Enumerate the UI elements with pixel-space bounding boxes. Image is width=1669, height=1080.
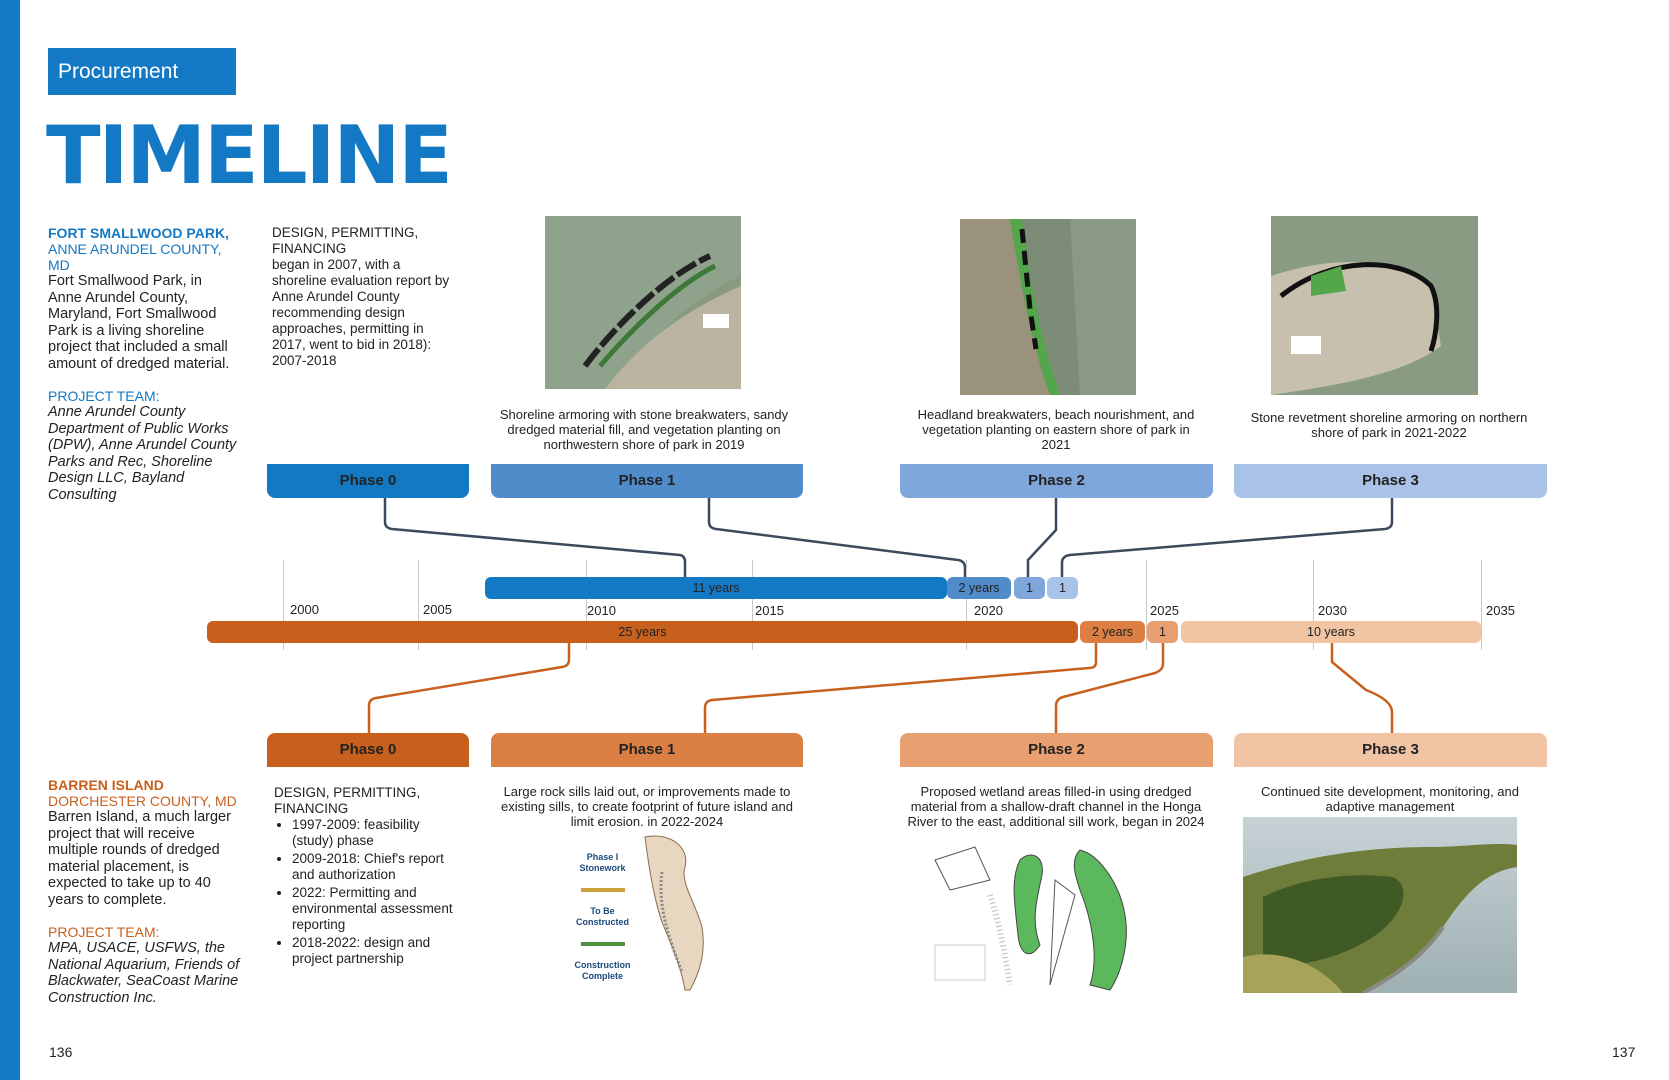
barren-location: DORCHESTER COUNTY, MD [48,793,237,809]
tick-2010 [586,560,587,650]
legend-label-to-be-constructed: To Be Constructed [575,906,629,927]
fort-phase3-aerial-image [1271,216,1478,395]
fort-duration-phase3: 1 [1047,577,1078,599]
tick-2020 [966,560,967,650]
barren-phase2-bar: Phase 2 [900,733,1213,767]
page-number-right: 137 [1612,1044,1636,1060]
page-title: TIMELINE [46,109,453,202]
fort-info: FORT SMALLWOOD PARK, ANNE ARUNDEL COUNTY… [48,225,238,503]
fort-duration-2-years: 2 years [947,577,1011,599]
list-item: 1997-2009: feasibility (study) phase [292,817,464,849]
year-label-2015: 2015 [755,603,784,618]
fort-duration-phase2: 1 [1014,577,1045,599]
fort-phase2-aerial-image [960,219,1136,395]
legend-label-complete: Construction Complete [574,960,631,981]
barren-phase3-caption: Continued site development, monitoring, … [1261,784,1519,814]
page-number-left: 136 [49,1044,73,1060]
year-label-2025: 2025 [1150,603,1179,618]
barren-duration-25-years: 25 years [207,621,1078,643]
fort-team: Anne Arundel County Department of Public… [48,404,237,503]
barren-phase3-bar: Phase 3 [1234,733,1547,767]
barren-phase0-text: DESIGN, PERMITTING, FINANCING 1997-2009:… [274,785,464,969]
barren-duration-10-years: 10 years [1181,621,1481,643]
year-label-2000: 2000 [290,602,319,617]
year-label-2005: 2005 [423,602,452,617]
tick-2030 [1313,560,1314,650]
barren-phase1-caption: Large rock sills laid out, or improvemen… [501,784,793,829]
list-item: 2009-2018: Chief's report and authorizat… [292,851,464,883]
year-label-2030: 2030 [1318,603,1347,618]
barren-phase3-aerial-photo [1243,817,1517,993]
list-item: 2022: Permitting and environmental asses… [292,885,464,933]
barren-duration-2-years: 2 years [1080,621,1145,643]
barren-phase1-map-image [640,832,715,992]
fort-phase0-title: DESIGN, PERMITTING, FINANCING [272,225,419,256]
list-item: 2018-2022: design and project partnershi… [292,935,464,967]
barren-phase2-map-image [930,835,1140,995]
barren-map-legend: Phase I Stonework To Be Constructed Cons… [565,852,640,982]
fort-phase2-bar: Phase 2 [900,464,1213,498]
fort-phase0-body: began in 2007, with a shoreline evaluati… [272,257,450,368]
barren-phase0-list: 1997-2009: feasibility (study) phase 200… [274,817,464,967]
tick-2015 [752,560,753,650]
fort-phase1-aerial-image [545,216,741,389]
fort-phase1-caption: Shoreline armoring with stone breakwater… [499,407,789,452]
barren-description: Barren Island, a much larger project tha… [48,809,231,908]
legend-swatch-stonework [580,888,625,892]
fort-location: ANNE ARUNDEL COUNTY, MD [48,241,222,273]
year-label-2035: 2035 [1486,603,1515,618]
barren-info: BARREN ISLAND DORCHESTER COUNTY, MD Barr… [48,777,240,1006]
fort-name: FORT SMALLWOOD PARK, [48,225,229,241]
barren-team: MPA, USACE, USFWS, the National Aquarium… [48,940,240,1006]
fort-phase2-caption: Headland breakwaters, beach nourishment,… [917,407,1195,452]
barren-phase0-bar: Phase 0 [267,733,469,767]
barren-phase0-title: DESIGN, PERMITTING, FINANCING [274,785,421,816]
year-label-2010: 2010 [587,603,616,618]
section-label: Procurement [48,48,236,95]
tick-2035 [1481,560,1482,650]
year-label-2020: 2020 [974,603,1003,618]
fort-phase3-caption: Stone revetment shoreline armoring on no… [1250,410,1528,440]
barren-phase1-bar: Phase 1 [491,733,803,767]
legend-label-stonework: Phase I Stonework [579,852,626,873]
fort-phase0-bar: Phase 0 [267,464,469,498]
barren-team-label: PROJECT TEAM: [48,924,160,940]
left-accent-bar [0,0,20,1080]
fort-team-label: PROJECT TEAM: [48,388,160,404]
legend-swatch-constructed [580,942,625,946]
fort-phase3-bar: Phase 3 [1234,464,1547,498]
tick-2005 [418,560,419,650]
fort-phase0-text: DESIGN, PERMITTING, FINANCING began in 2… [272,225,452,369]
barren-duration-phase2: 1 [1147,621,1178,643]
tick-2000 [283,560,284,650]
fort-description: Fort Smallwood Park, in Anne Arundel Cou… [48,273,230,372]
fort-phase1-bar: Phase 1 [491,464,803,498]
tick-2025 [1146,560,1147,650]
fort-duration-11-years: 11 years [485,577,947,599]
barren-name: BARREN ISLAND [48,777,164,793]
barren-phase2-caption: Proposed wetland areas filled-in using d… [907,784,1205,829]
